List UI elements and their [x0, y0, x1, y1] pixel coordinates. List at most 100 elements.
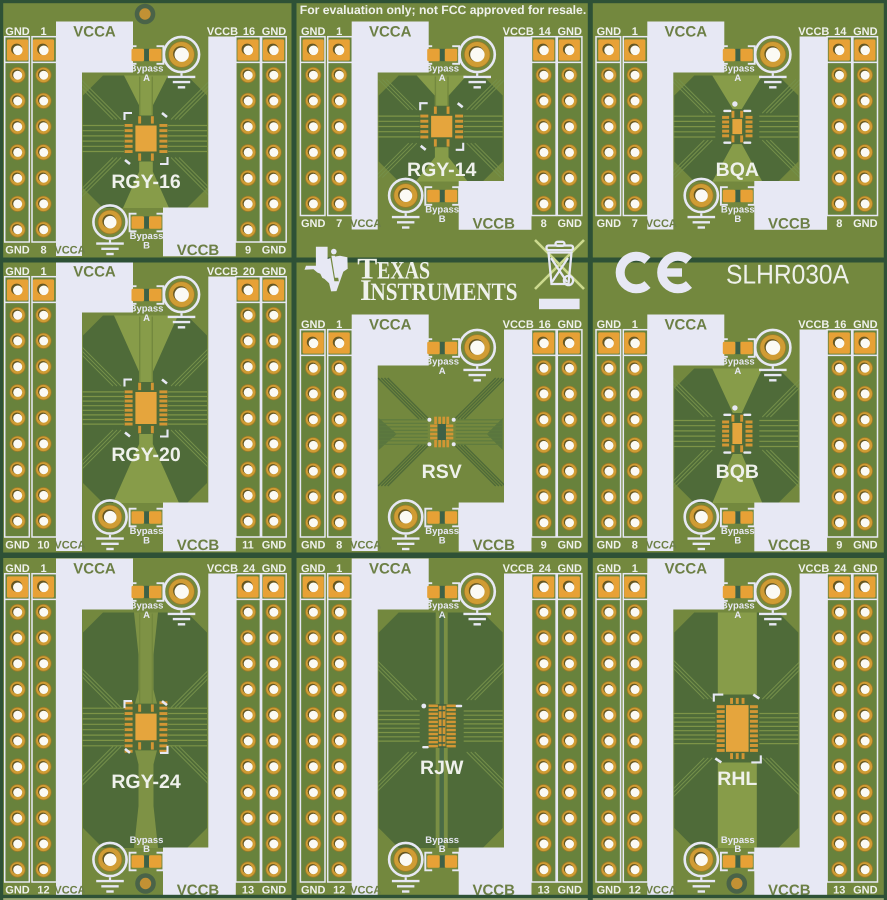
svg-text:GND: GND	[597, 319, 622, 331]
svg-text:VCCA: VCCA	[369, 561, 412, 578]
svg-text:GND: GND	[557, 563, 582, 575]
svg-text:B: B	[734, 844, 741, 855]
svg-text:VCCA: VCCA	[369, 317, 412, 334]
svg-text:VCCA: VCCA	[54, 540, 85, 552]
svg-text:14: 14	[834, 26, 847, 38]
svg-text:GND: GND	[5, 563, 30, 575]
svg-text:GND: GND	[301, 26, 326, 38]
svg-text:VCCA: VCCA	[665, 317, 708, 334]
svg-text:8: 8	[336, 540, 342, 552]
svg-text:VCCB: VCCB	[768, 537, 811, 554]
svg-text:VCCA: VCCA	[54, 245, 85, 257]
svg-text:GND: GND	[557, 218, 582, 230]
svg-text:GND: GND	[597, 540, 622, 552]
svg-text:VCCB: VCCB	[207, 266, 238, 278]
svg-text:GND: GND	[597, 26, 622, 38]
svg-text:Bypass: Bypass	[721, 357, 755, 368]
svg-text:GND: GND	[5, 245, 30, 257]
svg-text:GND: GND	[262, 885, 287, 897]
svg-text:1: 1	[336, 563, 342, 575]
svg-text:A: A	[734, 73, 741, 84]
svg-text:A: A	[143, 73, 150, 84]
svg-text:11: 11	[242, 540, 254, 552]
svg-text:GND: GND	[262, 563, 287, 575]
svg-text:Bypass: Bypass	[425, 835, 459, 846]
svg-text:GND: GND	[853, 319, 878, 331]
svg-text:Bypass: Bypass	[130, 231, 164, 242]
svg-text:A: A	[439, 610, 446, 621]
svg-text:Bypass: Bypass	[130, 64, 164, 75]
svg-text:T: T	[357, 252, 377, 285]
svg-text:VCCA: VCCA	[646, 885, 677, 897]
svg-text:12: 12	[629, 885, 641, 897]
svg-text:VCCB: VCCB	[177, 537, 220, 554]
svg-text:VCCB: VCCB	[207, 26, 238, 38]
svg-text:VCCB: VCCB	[207, 563, 238, 575]
svg-text:RGY-24: RGY-24	[111, 771, 181, 793]
svg-text:Bypass: Bypass	[130, 304, 164, 315]
svg-text:Bypass: Bypass	[721, 601, 755, 612]
svg-text:16: 16	[539, 319, 551, 331]
svg-text:A: A	[734, 610, 741, 621]
svg-text:SLHR030A: SLHR030A	[726, 260, 849, 290]
svg-text:A: A	[734, 366, 741, 377]
svg-text:GND: GND	[853, 885, 878, 897]
svg-text:B: B	[439, 535, 446, 546]
svg-text:GND: GND	[853, 26, 878, 38]
svg-text:Bypass: Bypass	[425, 205, 459, 216]
svg-text:7: 7	[336, 218, 342, 230]
svg-text:GND: GND	[262, 26, 287, 38]
svg-text:RGY-20: RGY-20	[111, 444, 181, 466]
svg-text:GND: GND	[853, 218, 878, 230]
svg-text:BQB: BQB	[716, 461, 759, 483]
svg-text:GND: GND	[5, 26, 30, 38]
svg-text:Bypass: Bypass	[425, 601, 459, 612]
svg-text:Bypass: Bypass	[425, 526, 459, 537]
svg-text:20: 20	[243, 266, 255, 278]
svg-text:VCCA: VCCA	[350, 540, 381, 552]
svg-text:VCCB: VCCB	[503, 26, 534, 38]
svg-text:24: 24	[834, 563, 847, 575]
svg-text:B: B	[734, 535, 741, 546]
svg-text:GND: GND	[597, 885, 622, 897]
svg-text:24: 24	[539, 563, 552, 575]
svg-text:24: 24	[243, 563, 256, 575]
svg-text:9: 9	[836, 540, 842, 552]
svg-text:B: B	[143, 240, 150, 251]
svg-text:Bypass: Bypass	[130, 835, 164, 846]
svg-text:Bypass: Bypass	[425, 357, 459, 368]
svg-text:VCCB: VCCB	[472, 882, 515, 899]
svg-text:VCCA: VCCA	[73, 24, 116, 41]
svg-text:8: 8	[632, 540, 638, 552]
svg-text:B: B	[143, 535, 150, 546]
svg-text:1: 1	[336, 26, 342, 38]
svg-text:GND: GND	[262, 245, 287, 257]
svg-text:1: 1	[40, 26, 46, 38]
svg-text:VCCB: VCCB	[472, 216, 515, 233]
svg-text:NSTRUMENTS: NSTRUMENTS	[371, 279, 518, 306]
svg-text:9: 9	[245, 245, 251, 257]
svg-text:GND: GND	[5, 266, 30, 278]
svg-text:VCCB: VCCB	[503, 563, 534, 575]
svg-text:Bypass: Bypass	[721, 205, 755, 216]
svg-text:I: I	[360, 274, 372, 307]
svg-text:1: 1	[336, 319, 342, 331]
svg-text:GND: GND	[301, 885, 326, 897]
svg-text:RSV: RSV	[422, 461, 462, 483]
svg-text:16: 16	[834, 319, 846, 331]
svg-text:VCCB: VCCB	[503, 319, 534, 331]
svg-text:12: 12	[37, 885, 49, 897]
svg-text:VCCB: VCCB	[177, 242, 220, 259]
svg-text:VCCB: VCCB	[472, 537, 515, 554]
svg-text:For evaluation only; not FCC a: For evaluation only; not FCC approved fo…	[300, 3, 586, 17]
svg-text:EXAS: EXAS	[377, 257, 430, 284]
svg-text:GND: GND	[557, 319, 582, 331]
svg-text:RHL: RHL	[717, 768, 757, 790]
svg-text:B: B	[143, 844, 150, 855]
svg-text:VCCB: VCCB	[768, 216, 811, 233]
svg-text:GND: GND	[5, 885, 30, 897]
svg-text:GND: GND	[597, 218, 622, 230]
svg-text:Bypass: Bypass	[130, 601, 164, 612]
svg-text:GND: GND	[262, 540, 287, 552]
svg-text:VCCA: VCCA	[646, 218, 677, 230]
